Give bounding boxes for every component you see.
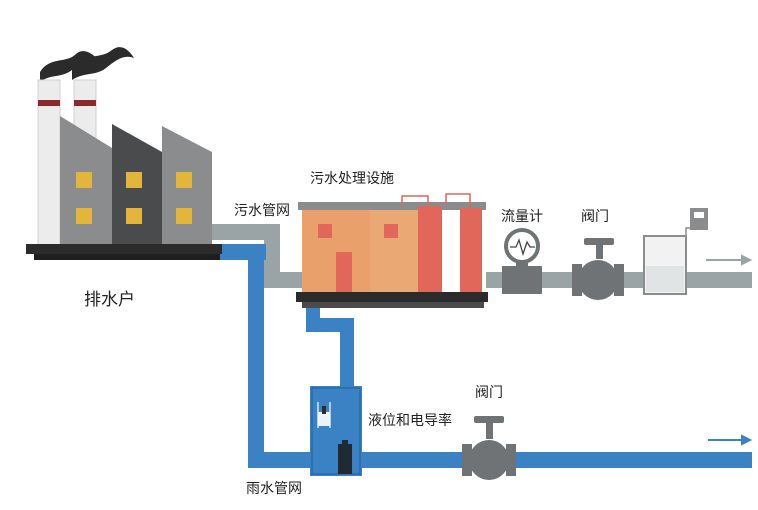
factory-icon bbox=[26, 47, 222, 260]
flow-meter-icon bbox=[502, 228, 542, 294]
sewage-pipe-label: 污水管网 bbox=[234, 203, 290, 219]
sensor-icon bbox=[317, 402, 331, 428]
valve-bottom-label: 阀门 bbox=[475, 385, 503, 401]
treatment-facility bbox=[296, 193, 488, 308]
arrow-right-icon bbox=[706, 254, 753, 446]
level-conductivity-label: 液位和电导率 bbox=[368, 413, 452, 429]
smoke-icon bbox=[40, 47, 134, 82]
valve-icon bbox=[462, 416, 516, 480]
discharger-label: 排水户 bbox=[84, 290, 135, 310]
treatment-facility-label: 污水处理设施 bbox=[310, 171, 394, 187]
valve-top-label: 阀门 bbox=[581, 209, 609, 225]
tank-icon bbox=[643, 208, 708, 295]
valve-icon bbox=[572, 238, 624, 300]
flow-meter-label: 流量计 bbox=[501, 209, 543, 225]
rain-outlet-pipe bbox=[360, 452, 752, 468]
rain-well bbox=[310, 386, 362, 476]
rain-pipe-label: 雨水管网 bbox=[246, 481, 302, 497]
